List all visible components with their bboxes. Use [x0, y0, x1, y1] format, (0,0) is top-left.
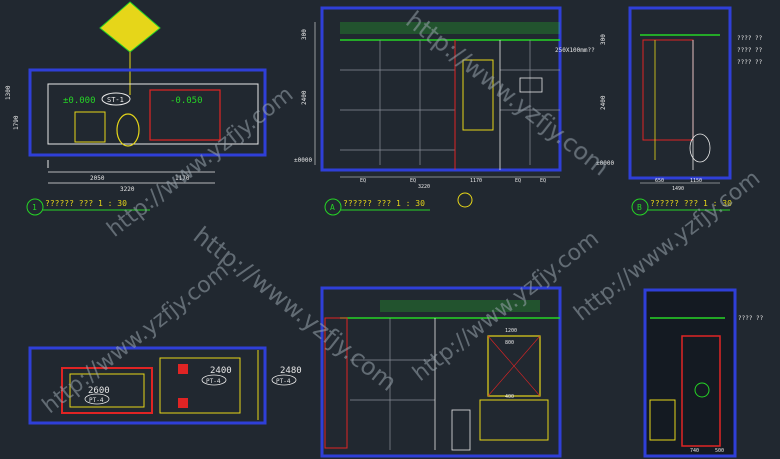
- elev-a-key-icon: [324, 198, 342, 216]
- elev-a-bottom-dim-2: EQ: [410, 178, 416, 184]
- elev-b-title: ?????? ??? 1 : 30: [650, 199, 732, 208]
- downlight-icon: [178, 398, 188, 408]
- elev-a-bottom-dim-4: EQ: [515, 178, 521, 184]
- elev-b-toilet-icon: [689, 133, 711, 163]
- elev-a-bottom-dim-5: EQ: [540, 178, 546, 184]
- toilet-icon: [116, 113, 140, 147]
- ceiling-tag-1: PT-4: [89, 397, 104, 404]
- ceiling-tag-3: PT-4: [276, 378, 291, 385]
- ceiling-light-trough: [61, 367, 153, 414]
- elev-b-note-3: ???? ??: [737, 59, 763, 66]
- elev-c-frame: [320, 286, 562, 458]
- elevation-d: ???? ?? 740 500: [643, 288, 764, 458]
- elev-a-total: 3220: [418, 184, 430, 190]
- watermark-text: http://www.yzfjy.com: [38, 258, 234, 418]
- exhaust-fan-icon: [178, 364, 188, 374]
- plan-dim-2: 1170: [175, 175, 190, 182]
- elev-d-frame: [643, 288, 737, 458]
- elev-a-title: ?????? ??? 1 : 30: [343, 199, 425, 208]
- plan-left-dim-2: 1790: [13, 115, 20, 130]
- elevation-a: 250X100mm?? 300 2400 ±0000 EQ EQ 1170 EQ…: [294, 6, 595, 216]
- elev-a-niche: [462, 59, 494, 131]
- elev-a-left-dim-1: 300: [301, 29, 308, 40]
- elev-c-dim-1: 1200: [505, 328, 517, 334]
- section-marker-icon: [457, 192, 473, 208]
- level-left: ±0.000: [63, 96, 96, 106]
- elev-b-left-dim-2: 2400: [600, 95, 607, 110]
- basin-icon: [74, 111, 106, 143]
- plan-dim-1: 2050: [90, 175, 105, 182]
- elev-b-bottom-dim-2: 1150: [690, 178, 702, 184]
- shower-area: [149, 89, 221, 141]
- ceiling-tag-2: PT-4: [206, 378, 221, 385]
- elev-a-frame: [320, 6, 562, 172]
- plan-tag: ST-1: [107, 96, 124, 104]
- watermark-text: http://www.yzfjy.com: [103, 82, 299, 242]
- elev-b-bottom-dim-1: 650: [655, 178, 664, 184]
- north-tag-icon: [99, 1, 161, 95]
- ceiling-height-1: 2600: [88, 386, 110, 396]
- elev-d-door: [681, 335, 721, 447]
- elev-a-left-dim-2: 2400: [301, 90, 308, 105]
- elev-b-left-dim-1: 300: [600, 34, 607, 45]
- elev-b-shower-glass: [642, 39, 694, 141]
- elev-b-total: 1490: [672, 186, 684, 192]
- ceiling-height-2: 2400: [210, 366, 232, 376]
- elevation-b: ???? ?? ???? ?? ???? ?? 300 2400 ±0000 6…: [596, 6, 763, 216]
- plan-left-dim-1: 1300: [5, 85, 12, 100]
- elev-c-mirror: [487, 335, 541, 397]
- ceiling-height-3: 2480: [280, 366, 302, 376]
- plan-title-key: 1: [32, 203, 37, 212]
- elev-c-toilet-icon: [451, 409, 471, 451]
- elev-a-bottom-dim-1: EQ: [360, 178, 366, 184]
- elev-d-dim-2: 500: [715, 448, 724, 454]
- elev-a-bottom-dim-3: 1170: [470, 178, 482, 184]
- elev-a-note: 250X100mm??: [555, 47, 595, 54]
- elev-c-vanity: [479, 399, 549, 441]
- plan-walls: [28, 68, 267, 157]
- elev-b-frame: [628, 6, 732, 180]
- elev-b-key-icon: [631, 198, 649, 216]
- plan-title: ?????? ??? 1 : 30: [45, 199, 127, 208]
- elev-b-note-2: ???? ??: [737, 47, 763, 54]
- level-right: -0.050: [170, 96, 203, 106]
- elev-d-handle-icon: [694, 382, 710, 398]
- ceiling-walls: [28, 346, 267, 425]
- elev-b-key: B: [637, 203, 642, 212]
- elev-d-note: ???? ??: [738, 315, 764, 322]
- elev-b-level: ±0000: [596, 160, 614, 167]
- elev-b-note-1: ???? ??: [737, 35, 763, 42]
- elev-c-dim-3: 400: [505, 394, 514, 400]
- floor-plan: ±0.000 -0.050 ST-1 2050 1170 3220 1300 1…: [5, 1, 267, 216]
- elev-c-dim-2: 800: [505, 340, 514, 346]
- plan-title-key-icon: [26, 198, 44, 216]
- elevation-c: 1200 800 400: [320, 286, 562, 458]
- elev-a-towel-rack: [519, 77, 543, 93]
- ceiling-plan: 2600 PT-4 2400 PT-4 2480 PT-4: [28, 346, 302, 425]
- elev-a-key: A: [330, 203, 335, 212]
- elev-a-level: ±0000: [294, 157, 312, 164]
- elev-d-dim-1: 740: [690, 448, 699, 454]
- plan-dim-total: 3220: [120, 186, 135, 193]
